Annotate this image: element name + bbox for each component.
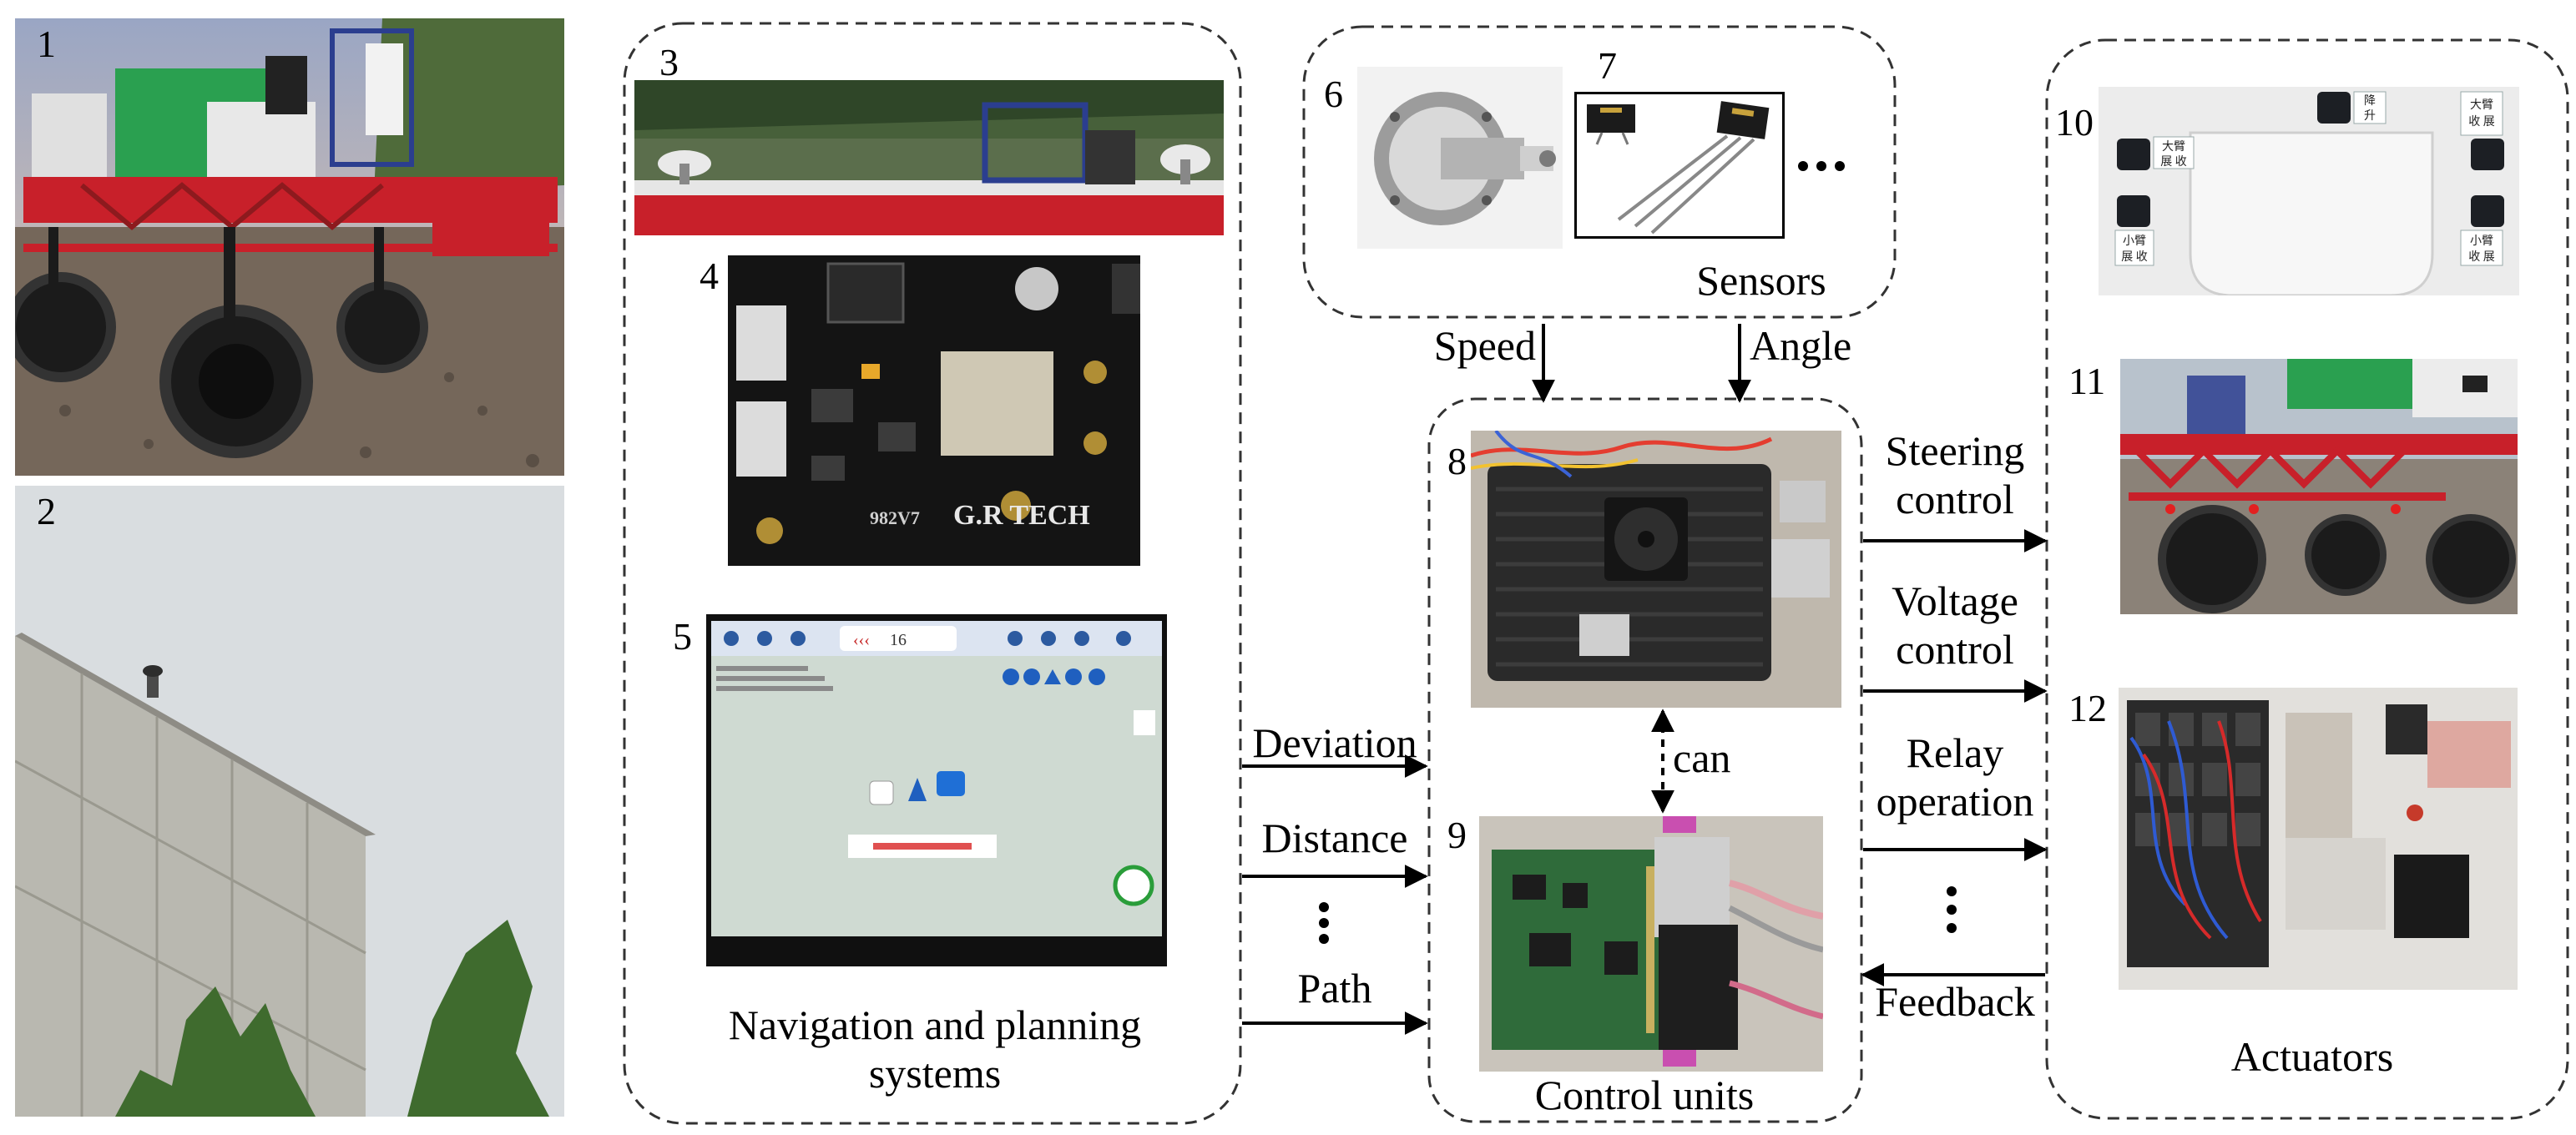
panel-number-5: 5 [673, 615, 692, 658]
gnss-board-brand-text: G.R TECH [953, 500, 1090, 531]
panel-number-12: 12 [2068, 687, 2107, 729]
photo-control-board [1479, 816, 1823, 1072]
panel-number-8: 8 [1447, 440, 1467, 482]
panel-label-4-bottom: 展 收 [2121, 250, 2148, 264]
path-label: Path [1297, 965, 1372, 1011]
panel-label-4-top: 小臂 [2123, 235, 2146, 248]
screen-counter-text: 16 [890, 631, 907, 649]
navigation-title-line2: systems [868, 1049, 1002, 1097]
navigation-title-line1: Navigation and planning [728, 1001, 1142, 1048]
distance-label: Distance [1261, 815, 1408, 861]
panel-number-1: 1 [37, 23, 56, 65]
control-group-title: Control units [1534, 1072, 1755, 1118]
photo-boom-actuator [2120, 359, 2518, 614]
panel-label-2-top: 降 [2364, 94, 2376, 108]
panel-label-1-top: 大臂 [2162, 140, 2185, 154]
photo-angle-sensor [1574, 92, 1785, 239]
photo-relay-box [2119, 688, 2518, 990]
gnss-board-model-text: 982V7 [870, 507, 920, 528]
navigation-group-box [623, 22, 1242, 1125]
speed-label: Speed [1433, 322, 1536, 369]
voltage-control-label: Voltage control [1863, 578, 2047, 673]
voltage-label-line1: Voltage [1892, 578, 2018, 624]
panel-number-3: 3 [659, 41, 679, 83]
relay-operation-label: Relay operation [1863, 729, 2047, 825]
panel-label-2-bottom: 升 [2364, 109, 2376, 123]
steering-label-line1: Steering [1885, 427, 2025, 474]
svg-text:‹‹‹: ‹‹‹ [853, 631, 870, 649]
panel-number-11: 11 [2068, 360, 2106, 402]
photo-control-panel: 大臂 展 收 降 升 大臂 收 展 小臂 展 收 小臂 收 展 [2099, 87, 2519, 295]
panel-number-2: 2 [37, 490, 56, 532]
control-group-box [1427, 397, 1863, 1123]
feedback-label: Feedback [1875, 978, 2035, 1025]
sensors-group-box [1302, 25, 1897, 319]
photo-gnss-antennas [634, 80, 1224, 235]
angle-label: Angle [1750, 322, 1852, 369]
photo-sprayer-vehicle [15, 18, 564, 476]
continuation-dots [1319, 161, 1957, 944]
panel-label-5-top: 小臂 [2470, 235, 2493, 248]
panel-label-3-bottom: 收 展 [2468, 115, 2495, 129]
panel-number-4: 4 [700, 255, 719, 297]
panel-label-3-top: 大臂 [2470, 98, 2493, 112]
photo-gnss-board: G.R TECH 982V7 [728, 255, 1140, 566]
panel-number-10: 10 [2055, 101, 2094, 144]
sensors-group-title: Sensors [1696, 257, 1826, 304]
voltage-label-line2: control [1896, 625, 2014, 673]
relay-label-line2: operation [1876, 777, 2034, 825]
relay-label-line1: Relay [1906, 729, 2004, 776]
panel-label-1-bottom: 展 收 [2160, 155, 2187, 169]
deviation-label: Deviation [1252, 719, 1417, 766]
steering-label-line2: control [1896, 475, 2014, 522]
navigation-group-title: Navigation and planning systems [659, 1001, 1210, 1097]
actuators-group-box [2045, 38, 2569, 1120]
actuators-group-title: Actuators [2230, 1033, 2394, 1080]
steering-control-label: Steering control [1863, 427, 2047, 523]
photo-navigation-screen: 16 ‹‹‹ [706, 614, 1167, 966]
can-bus-label: can [1673, 734, 1731, 781]
panel-number-7: 7 [1598, 44, 1617, 87]
panel-number-9: 9 [1447, 814, 1467, 856]
panel-label-5-bottom: 收 展 [2468, 250, 2495, 264]
photo-embedded-controller [1471, 431, 1841, 708]
panel-number-6: 6 [1324, 73, 1343, 115]
photo-base-station [15, 486, 564, 1117]
photo-speed-sensor [1357, 67, 1563, 249]
